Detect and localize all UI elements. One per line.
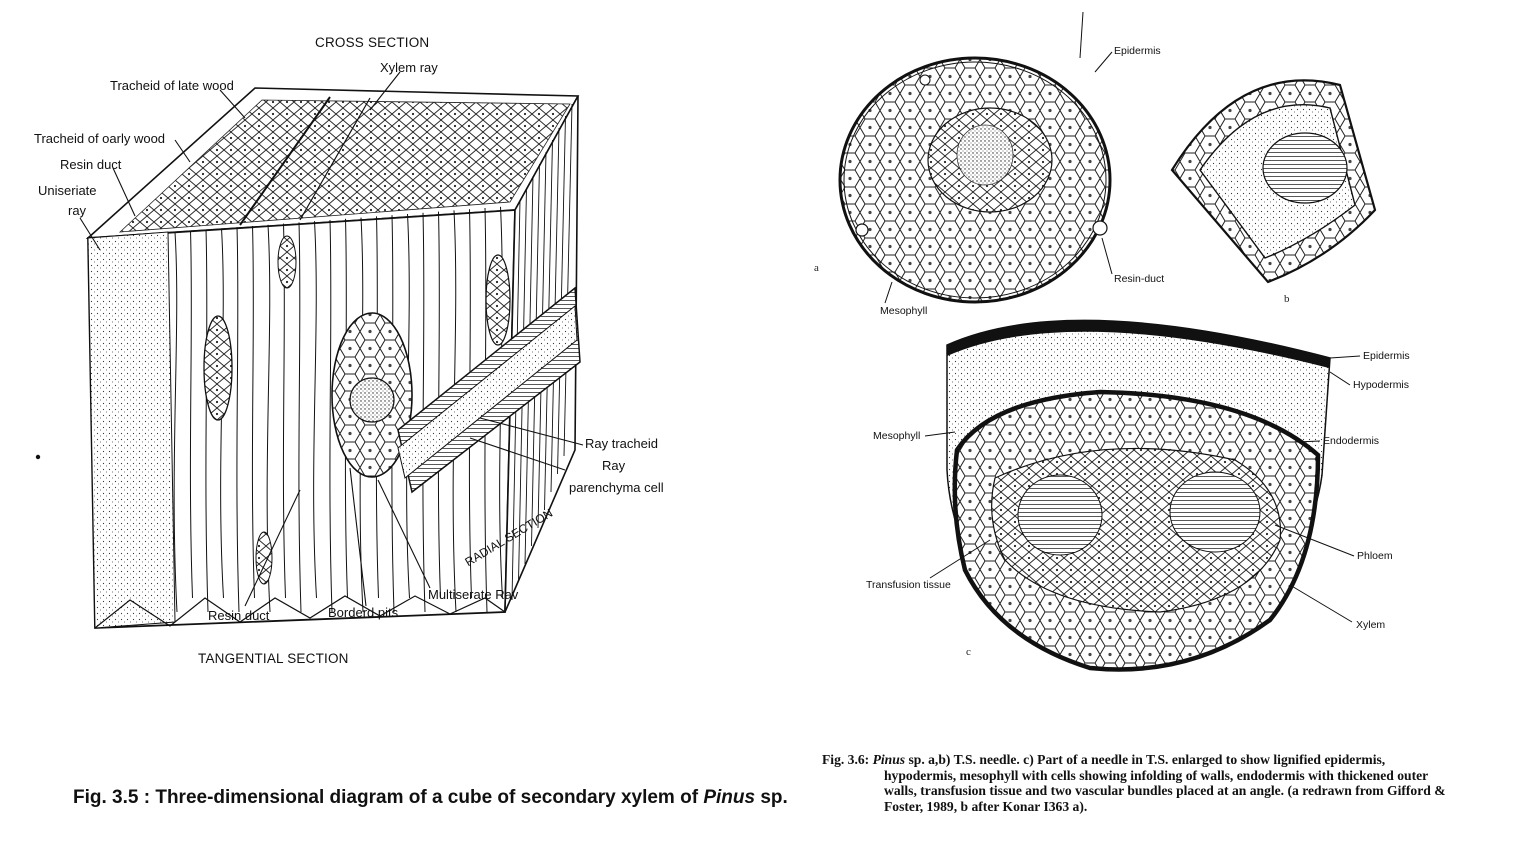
c-endodermis-label: Endodermis (1323, 435, 1380, 447)
cross-section-face (85, 87, 580, 239)
multiseriate-ray-label: Multiserate Rav (428, 587, 519, 602)
tracheid-wall-line (236, 227, 240, 613)
radial-tracheid-line (563, 103, 573, 457)
cross-section-label: CROSS SECTION (315, 35, 430, 50)
tracheid-wall-line (329, 219, 333, 613)
c-xylem-label: Xylem (1356, 619, 1386, 631)
tracheid-wall-line (173, 231, 178, 613)
tracheid-wall-line (189, 230, 193, 599)
radial-tracheid-line (557, 115, 566, 475)
c-epidermis-label: Epidermis (1363, 350, 1410, 362)
needle-ts-c (924, 319, 1361, 672)
fig35-caption: Fig. 3.5 : Three-dimensional diagram of … (73, 787, 788, 808)
needle-ts-b (1170, 79, 1377, 284)
ray-tracheid-label: Ray tracheid (585, 436, 658, 451)
tangential-section-label: TANGENTIAL SECTION (198, 651, 349, 666)
c-phloem-label: Phloem (1357, 550, 1393, 562)
resin-duct-bottom-label: Resin duct (208, 608, 270, 623)
tracheid-late-wood-label: Tracheid of late wood (110, 78, 234, 93)
tracheid-wall-line (298, 222, 302, 613)
tracheid-early-wood-label: Tracheid of oarly wood (34, 131, 166, 146)
resin-duct-top-label: Resin duct (60, 157, 122, 172)
tracheid-wall-line (313, 221, 317, 599)
fig36-caption: Fig. 3.6: Pinus sp. a,b) T.S. needle. c)… (822, 752, 1446, 814)
uniseriate-ray-label-1: Uniseriate (38, 183, 97, 198)
fig35-leader-lines (79, 71, 584, 607)
a-epidermis-label: Epidermis (1114, 45, 1161, 57)
panel-letter-c: c (966, 646, 971, 658)
ray-parenchyma-label-1: Ray (602, 458, 626, 473)
radial-section-face (397, 95, 581, 613)
uniseriate-ray-label-2: ray (68, 203, 87, 218)
c-mesophyll-label: Mesophyll (873, 430, 921, 442)
needle-ts-a (838, 11, 1113, 304)
a-resin-duct-label: Resin-duct (1114, 273, 1165, 285)
tracheid-wall-line (205, 229, 209, 613)
panel-letter-a: a (814, 262, 819, 274)
bordered-pits-label: Borderd pits (328, 605, 399, 620)
c-hypodermis-label: Hypodermis (1353, 379, 1410, 391)
tracheid-wall-line (422, 212, 426, 613)
tangential-section-face (87, 206, 516, 629)
panel-letter-b: b (1284, 293, 1290, 305)
tracheid-wall-line (251, 225, 255, 599)
a-mesophyll-label: Mesophyll (880, 305, 928, 317)
xylem-ray-label: Xylem ray (380, 60, 438, 75)
c-transfusion-tissue-label: Transfusion tissue (866, 579, 951, 591)
ray-parenchyma-label-2: parenchyma cell (569, 480, 664, 495)
